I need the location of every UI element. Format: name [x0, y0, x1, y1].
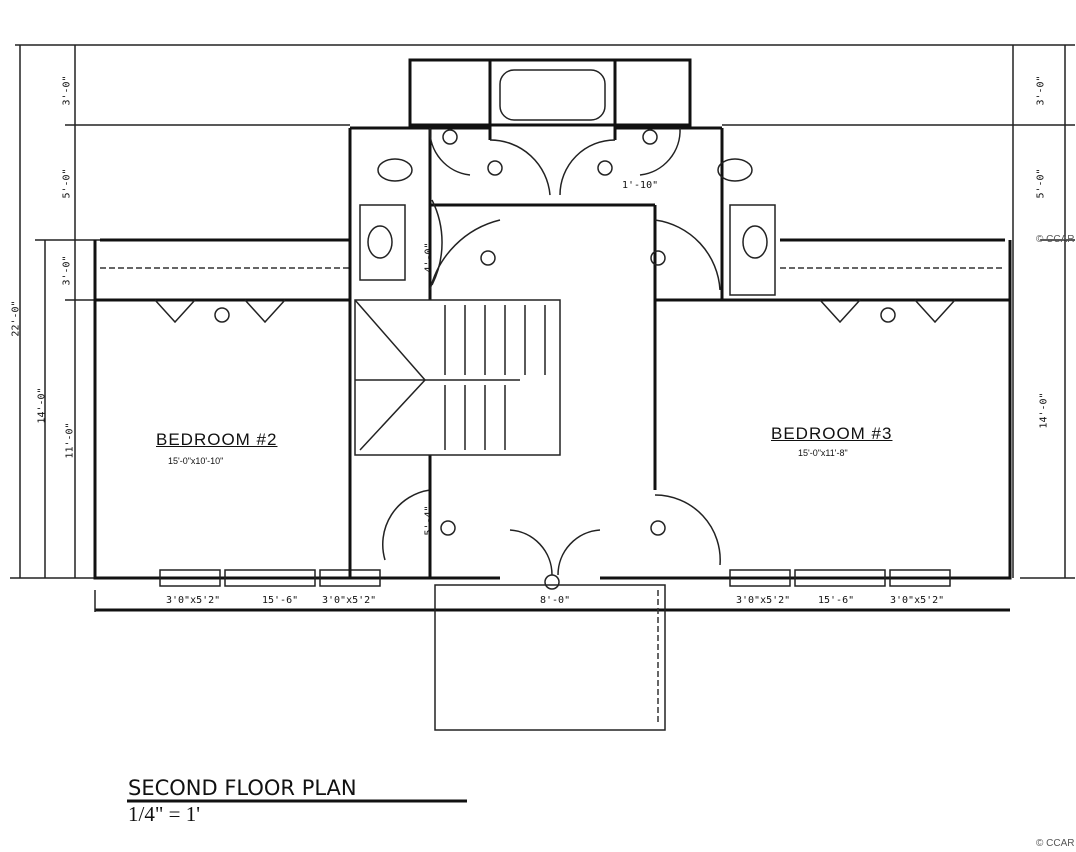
door-swings: [382, 127, 721, 576]
watermark: © CCAR: [1036, 838, 1075, 849]
dimension-left-segment: 3'-0": [61, 75, 73, 106]
dimension-left-bedroom: 14'-0": [36, 387, 48, 424]
watermark: © CCAR: [1036, 234, 1075, 245]
closet-doors: [154, 299, 956, 324]
staircase: [354, 299, 561, 456]
dimension-right-segment: 5'-0": [1035, 168, 1047, 199]
interior-walls: [95, 298, 1010, 578]
window-size-label: 3'0"x5'2": [322, 595, 377, 606]
window-size-label: 3'0"x5'2": [166, 595, 221, 606]
window-size-label: 15'-6": [818, 595, 855, 606]
entry-dimension-label: 5'-4": [423, 505, 435, 536]
room-size-bedroom-2: 15'-0"x10'-10": [168, 456, 224, 466]
door-width-label: 8'-0": [540, 595, 571, 606]
sink-right: [742, 225, 768, 259]
toilet-right: [717, 158, 753, 182]
plan-scale: 1/4" = 1': [128, 802, 201, 826]
room-name-bedroom-2: BEDROOM #2: [156, 430, 278, 449]
dimension-right-segment: 14'-0": [1038, 392, 1050, 429]
bathroom-walls: [348, 58, 724, 300]
window-size-label: 3'0"x5'2": [736, 595, 791, 606]
dimension-left-segment: 11'-0": [64, 422, 76, 459]
dimension-left-segment: 5'-0": [61, 168, 73, 199]
plan-title: SECOND FLOOR PLAN: [128, 776, 357, 800]
room-size-bedroom-3: 15'-0"x11'-8": [798, 448, 848, 458]
dimension-left-segment: 3'-0": [61, 255, 73, 286]
toilet-left: [377, 158, 413, 182]
window-size-label: 3'0"x5'2": [890, 595, 945, 606]
dimension-right-segment: 3'-0": [1035, 75, 1047, 106]
windows: [159, 569, 951, 587]
hall-dimension-label: 1'-10": [622, 180, 659, 191]
exterior-walls: [93, 238, 1012, 580]
door-tags: [214, 129, 896, 590]
deck: [434, 584, 666, 731]
window-size-label: 15'-6": [262, 595, 299, 606]
bath-door-dimension-label: 4'-0": [423, 242, 435, 273]
dimension-left-total: 22'-0": [10, 300, 22, 337]
bathtub: [499, 69, 606, 121]
sink-left: [367, 225, 393, 259]
room-name-bedroom-3: BEDROOM #3: [771, 424, 893, 443]
